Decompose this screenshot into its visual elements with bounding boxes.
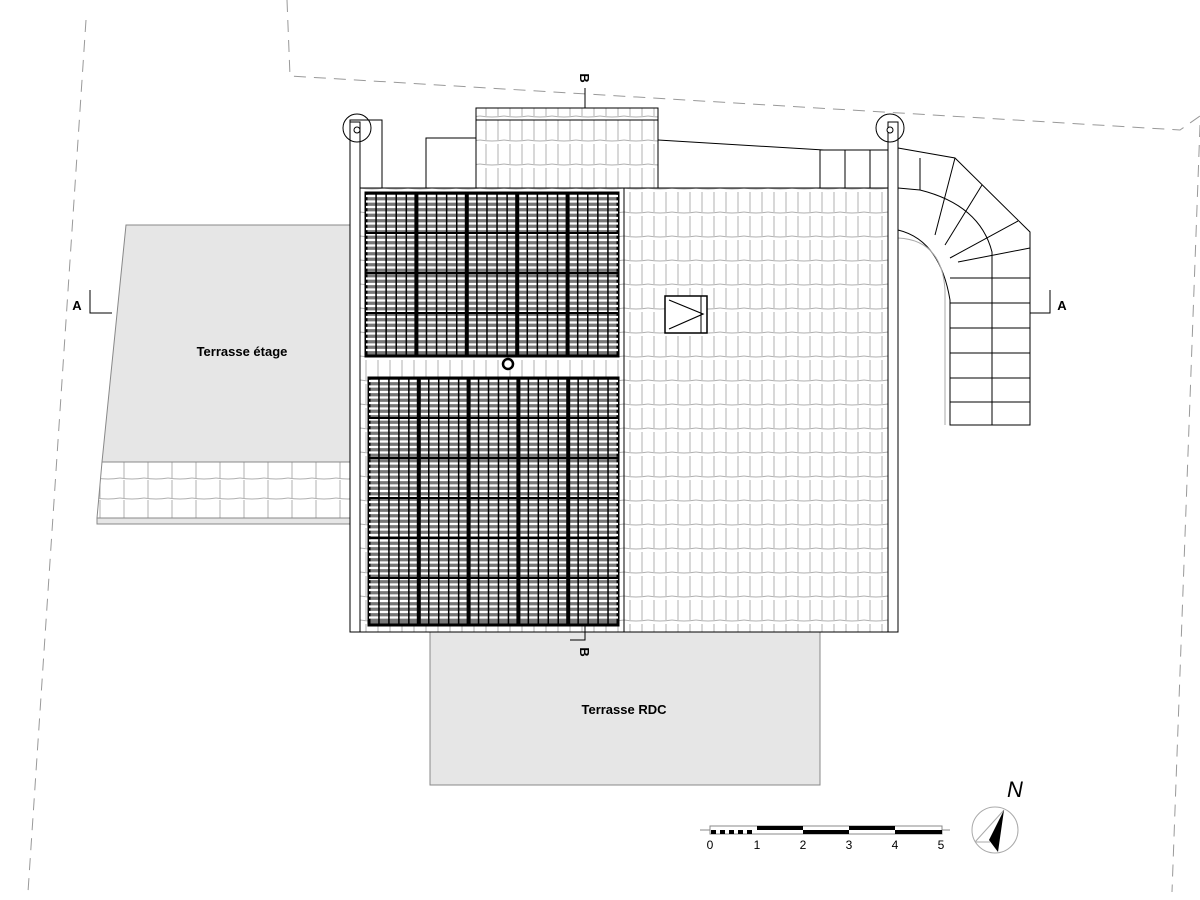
section-a-right: A — [1057, 298, 1067, 313]
terrasse-rdc-label: Terrasse RDC — [581, 702, 667, 717]
property-boundary — [27, 0, 1200, 893]
scale-bar: 0 1 2 3 4 5 — [700, 825, 950, 852]
scale-label: 5 — [938, 838, 945, 852]
scale-label: 4 — [892, 838, 899, 852]
scale-label: 2 — [800, 838, 807, 852]
scale-label: 1 — [754, 838, 761, 852]
scale-label: 3 — [846, 838, 853, 852]
north-arrow-icon: N — [971, 777, 1023, 854]
upper-volumes — [349, 107, 956, 189]
staircase — [819, 147, 1031, 426]
terrasse-etage-label: Terrasse étage — [197, 344, 288, 359]
section-b-top: B — [577, 73, 592, 82]
scale-label: 0 — [707, 838, 714, 852]
section-b-bottom: B — [577, 647, 592, 656]
section-a-left: A — [72, 298, 82, 313]
downpipes — [342, 113, 905, 633]
roof-drain-icon — [501, 357, 515, 371]
section-marks — [89, 88, 1051, 641]
roof-window — [664, 295, 708, 334]
solar-panels — [364, 191, 620, 627]
north-label: N — [1007, 777, 1023, 802]
terrasse-etage: Terrasse étage — [96, 224, 353, 525]
terrasse-rdc: Terrasse RDC — [429, 631, 821, 786]
